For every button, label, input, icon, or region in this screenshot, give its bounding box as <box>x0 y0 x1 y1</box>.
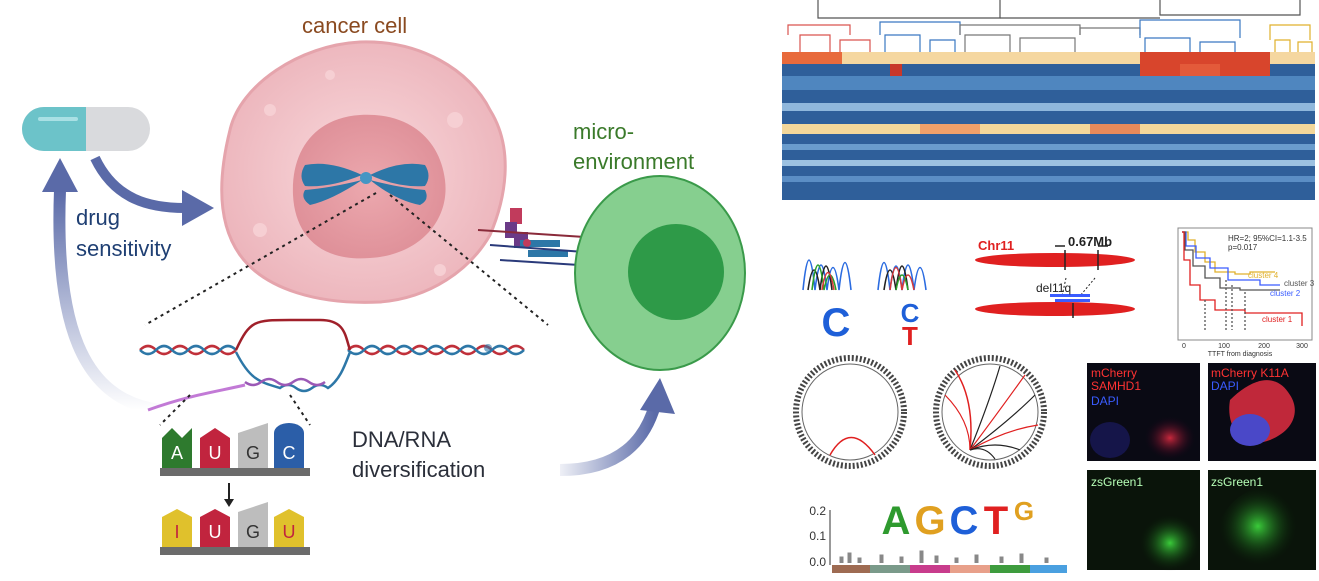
sequence-logo <box>829 510 1067 573</box>
survival-cluster-3: cluster 3 <box>1284 279 1315 288</box>
base-top-1: A <box>171 443 183 463</box>
arrow-head-feedback <box>42 158 78 192</box>
bases-line-left <box>159 394 191 426</box>
chr11-label: Chr11 <box>978 238 1014 253</box>
arrow-diversification <box>559 403 661 476</box>
circos-plot-left <box>793 355 907 469</box>
logo-letter-g2: G <box>1014 496 1034 526</box>
diversification-label-1: DNA/RNA <box>352 427 451 452</box>
circos-plot-right <box>933 355 1047 469</box>
micro-br: zsGreen1 <box>1211 475 1263 489</box>
edit-arrow-head <box>224 499 234 507</box>
cancer-cell-label: cancer cell <box>302 13 407 38</box>
arrow-feedback <box>53 189 161 416</box>
survival-tick-200: 200 <box>1258 343 1270 350</box>
survival-stats-2: p=0.017 <box>1228 243 1258 252</box>
cell-receptors <box>477 208 601 267</box>
survival-xlabel: TTFT from diagnosis <box>1208 351 1273 358</box>
logo-letter-g: G <box>914 499 945 543</box>
logo-ytick-00: 0.0 <box>809 555 826 569</box>
bases-row-bottom <box>160 502 310 555</box>
micro-tl-3: DAPI <box>1091 394 1119 408</box>
micro-tl-2: SAMHD1 <box>1091 379 1141 393</box>
micro-tl-1: mCherry <box>1091 366 1137 380</box>
base-top-4: C <box>283 443 296 463</box>
microscopy-grid <box>1087 363 1316 571</box>
sanger-base-right-bottom: T <box>902 321 918 351</box>
heatmap <box>782 52 1315 200</box>
logo-ytick-02: 0.2 <box>809 504 826 518</box>
cancer-cell <box>220 40 507 304</box>
dna-helix <box>139 318 525 412</box>
sanger-base-right-top: C <box>901 298 920 328</box>
survival-stats-1: HR=2; 95%CI=1.1-3.5 <box>1228 234 1307 243</box>
logo-letter-c: C <box>950 499 979 543</box>
survival-tick-300: 300 <box>1296 343 1308 350</box>
survival-cluster-2: cluster 2 <box>1270 289 1301 298</box>
logo-letter-a: A <box>882 499 911 543</box>
micro-bl: zsGreen1 <box>1091 475 1143 489</box>
microenvironment-label-1: micro- <box>573 119 634 144</box>
microenvironment-cell <box>574 175 746 371</box>
survival-tick-0: 0 <box>1182 343 1186 350</box>
drug-capsule <box>22 107 150 151</box>
diversification-label-2: diversification <box>352 457 485 482</box>
micro-tr-2: DAPI <box>1211 379 1239 393</box>
logo-ytick-01: 0.1 <box>809 529 826 543</box>
survival-cluster-4: cluster 4 <box>1248 271 1279 280</box>
chr11-deletion: del11q <box>1036 281 1071 295</box>
base-bottom-2: U <box>209 522 222 542</box>
bases-line-right <box>289 394 311 426</box>
drug-label-2: sensitivity <box>76 236 171 261</box>
zoom-line-right <box>389 194 549 326</box>
sanger-base-left: C <box>822 301 851 345</box>
dendrogram <box>787 0 1313 52</box>
chromosome-icon <box>301 163 429 205</box>
drug-label-1: drug <box>76 205 120 230</box>
bases-row-top <box>160 423 310 476</box>
chromosome-11-diagram <box>975 245 1135 318</box>
sanger-chromatogram <box>802 259 927 291</box>
arrow-drug-to-cell <box>90 155 186 213</box>
arrow-head-drug <box>182 190 214 226</box>
base-top-3: G <box>246 443 260 463</box>
arrow-head-diversification <box>640 378 675 414</box>
chr11-size: 0.67Mb <box>1068 234 1112 249</box>
helix-mark <box>484 344 492 352</box>
zoom-line-left <box>144 192 377 326</box>
base-bottom-4: U <box>283 522 296 542</box>
base-bottom-1: I <box>174 522 179 542</box>
survival-tick-100: 100 <box>1218 343 1230 350</box>
base-bottom-3: G <box>246 522 260 542</box>
base-top-2: U <box>209 443 222 463</box>
survival-plot <box>1177 227 1313 341</box>
survival-cluster-1: cluster 1 <box>1262 315 1293 324</box>
micro-tr-1: mCherry K11A <box>1211 366 1289 380</box>
microenvironment-label-2: environment <box>573 149 694 174</box>
logo-letter-t: T <box>984 499 1008 543</box>
